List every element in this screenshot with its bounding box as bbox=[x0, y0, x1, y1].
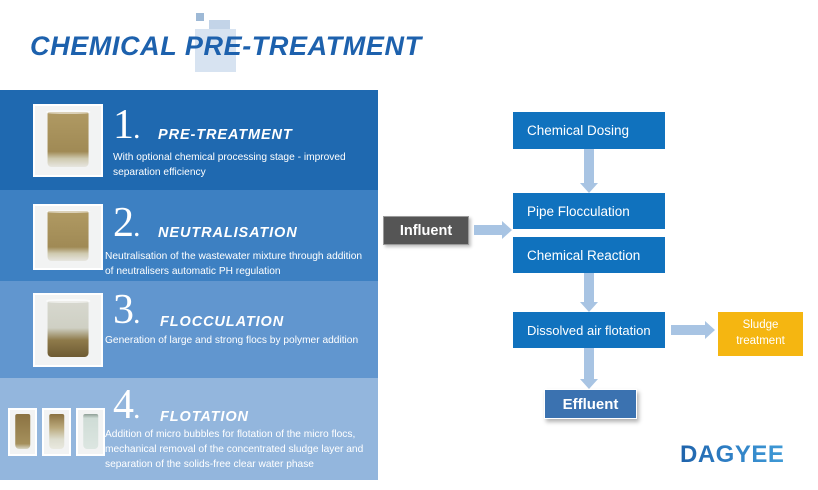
beaker-rim-icon bbox=[46, 299, 90, 303]
step-description-4: Addition of micro bubbles for flotation … bbox=[105, 429, 364, 470]
beaker-icon bbox=[47, 300, 89, 357]
page-title: CHEMICAL PRE-TREATMENT bbox=[30, 31, 422, 61]
step-description-3: Generation of large and strong flocs by … bbox=[105, 335, 359, 346]
step-item-1: 1. PRE-TREATMENT With optional chemical … bbox=[0, 90, 378, 190]
flow-node-chemical-dosing: Chemical Dosing bbox=[513, 112, 665, 149]
step-item-4: 4. FLOTATION Addition of micro bubbles f… bbox=[0, 378, 378, 480]
flow-arrow-dosing-to-pipe bbox=[580, 149, 598, 193]
flow-node-influent: Influent bbox=[383, 216, 469, 245]
step-number-3: 3. bbox=[113, 287, 140, 333]
beaker-rim-icon bbox=[46, 209, 90, 213]
flow-arrow-influent-to-pipe bbox=[474, 221, 512, 239]
decorative-square-small bbox=[196, 13, 204, 21]
step-label-4: FLOTATION bbox=[160, 409, 249, 425]
flow-node-pipe-flocculation: Pipe Flocculation bbox=[513, 193, 665, 229]
steps-panel: 1. PRE-TREATMENT With optional chemical … bbox=[0, 90, 378, 480]
beaker-icon bbox=[82, 413, 99, 449]
process-flow-diagram: Influent Chemical Dosing Pipe Flocculati… bbox=[378, 90, 818, 490]
step-thumbnail-3 bbox=[33, 293, 103, 367]
flow-node-chemical-reaction: Chemical Reaction bbox=[513, 237, 665, 273]
step-label-2: NEUTRALISATION bbox=[158, 225, 298, 241]
flow-node-effluent: Effluent bbox=[544, 389, 637, 419]
step-number-1: 1. bbox=[113, 102, 140, 148]
flow-node-dissolved-air-flotation: Dissolved air flotation bbox=[513, 312, 665, 348]
step-thumbnail-1 bbox=[33, 104, 103, 177]
beaker-rim-icon bbox=[46, 110, 90, 114]
brand-logo: DAGYEE bbox=[680, 441, 785, 468]
step-thumbnail-4 bbox=[8, 408, 106, 456]
beaker-thumb-b bbox=[42, 408, 71, 456]
step-description-2: Neutralisation of the wastewater mixture… bbox=[105, 251, 363, 277]
decorative-square-large bbox=[195, 29, 236, 72]
sludge-label-line1: Sludge bbox=[742, 319, 779, 332]
flow-arrow-daf-to-effluent bbox=[580, 348, 598, 389]
slide-header: CHEMICAL PRE-TREATMENT bbox=[0, 0, 818, 90]
beaker-icon bbox=[47, 111, 89, 167]
step-label-1: PRE-TREATMENT bbox=[158, 127, 293, 143]
sludge-label-line2: treatment bbox=[736, 335, 785, 347]
flow-node-sludge-treatment: Sludge treatment bbox=[718, 312, 803, 356]
beaker-icon bbox=[14, 413, 31, 449]
beaker-icon bbox=[48, 413, 65, 449]
beaker-thumb-a bbox=[8, 408, 37, 456]
beaker-thumb-c bbox=[76, 408, 105, 456]
step-number-2: 2. bbox=[113, 200, 140, 246]
flow-arrow-reaction-to-daf bbox=[580, 273, 598, 312]
step-number-4: 4. bbox=[113, 382, 140, 428]
step-item-3: 3. FLOCCULATION Generation of large and … bbox=[0, 281, 378, 378]
step-thumbnail-2 bbox=[33, 204, 103, 270]
flow-arrow-daf-to-sludge bbox=[671, 321, 715, 339]
step-label-3: FLOCCULATION bbox=[160, 314, 285, 330]
step-item-2: 2. NEUTRALISATION Neutralisation of the … bbox=[0, 190, 378, 281]
step-description-1: With optional chemical processing stage … bbox=[113, 152, 346, 178]
beaker-icon bbox=[47, 210, 89, 261]
